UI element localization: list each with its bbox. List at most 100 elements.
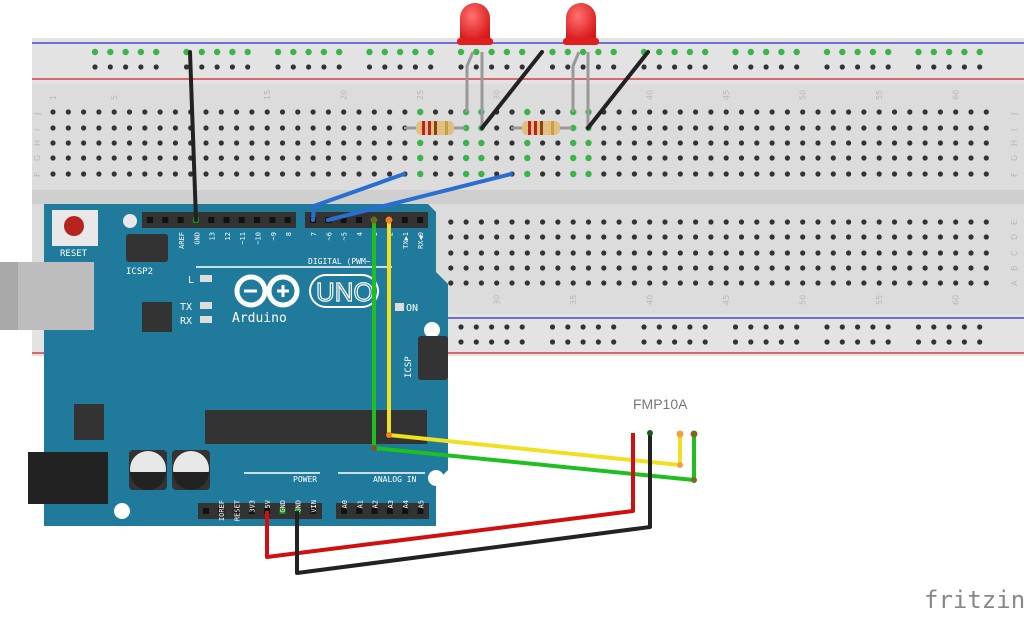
breadboard-hole[interactable] [310,140,316,146]
breadboard-hole[interactable] [631,219,638,225]
breadboard-hole[interactable] [723,234,729,240]
breadboard-hole[interactable] [885,324,891,330]
breadboard-hole[interactable] [830,250,836,256]
breadboard-hole[interactable] [524,170,531,178]
breadboard-hole[interactable] [494,140,500,146]
breadboard-hole[interactable] [616,280,622,286]
breadboard-hole[interactable] [915,324,922,330]
breadboard-hole[interactable] [198,48,205,56]
breadboard-hole[interactable] [478,250,484,256]
breadboard-hole[interactable] [631,140,638,146]
breadboard-hole[interactable] [738,140,745,146]
breadboard-hole[interactable] [800,140,806,146]
breadboard-hole[interactable] [611,64,617,70]
breadboard-hole[interactable] [876,234,882,240]
breadboard-hole[interactable] [953,140,959,146]
breadboard-hole[interactable] [662,250,668,256]
breadboard-hole[interactable] [570,234,576,240]
breadboard-hole[interactable] [656,324,662,330]
breadboard-hole[interactable] [295,109,301,115]
reset-button[interactable] [52,210,98,246]
breadboard-hole[interactable] [234,140,240,146]
breadboard-hole[interactable] [686,48,694,56]
breadboard-hole[interactable] [891,125,898,131]
breadboard-hole[interactable] [65,140,71,146]
breadboard-hole[interactable] [122,48,129,56]
breadboard-hole[interactable] [915,339,922,345]
wire-led1-cathode-gnd[interactable] [480,50,544,130]
breadboard-hole[interactable] [656,48,663,56]
breadboard-hole[interactable] [861,125,867,131]
breadboard-hole[interactable] [295,140,301,146]
breadboard-hole[interactable] [968,125,974,131]
breadboard-hole[interactable] [748,64,754,70]
breadboard-hole[interactable] [290,64,296,70]
breadboard-hole[interactable] [381,48,388,56]
breadboard-hole[interactable] [708,109,714,115]
breadboard-hole[interactable] [968,265,974,271]
breadboard-hole[interactable] [279,140,286,146]
breadboard-hole[interactable] [601,250,607,256]
breadboard-hole[interactable] [953,234,959,240]
breadboard-hole[interactable] [473,48,480,56]
breadboard-hole[interactable] [854,48,861,56]
breadboard-hole[interactable] [931,324,937,330]
breadboard-hole[interactable] [417,154,424,162]
breadboard-hole[interactable] [800,234,806,240]
breadboard-hole[interactable] [565,324,571,330]
header-pin[interactable] [223,217,230,223]
breadboard-hole[interactable] [463,250,469,256]
breadboard-hole[interactable] [107,64,113,70]
breadboard-hole[interactable] [356,171,362,177]
breadboard-hole[interactable] [463,265,469,271]
breadboard-hole[interactable] [953,171,959,177]
breadboard-hole[interactable] [570,124,577,132]
breadboard-hole[interactable] [580,339,586,345]
breadboard-hole[interactable] [662,219,668,225]
breadboard-hole[interactable] [976,48,983,56]
breadboard-hole[interactable] [672,339,678,345]
breadboard-hole[interactable] [111,155,117,161]
header-pin[interactable] [310,508,317,514]
breadboard-hole[interactable] [907,155,913,161]
breadboard-hole[interactable] [907,250,913,256]
breadboard-hole[interactable] [142,125,148,131]
breadboard-hole[interactable] [839,64,845,70]
breadboard-hole[interactable] [494,234,500,240]
breadboard-hole[interactable] [382,64,388,70]
header-pin[interactable] [356,508,363,514]
breadboard-hole[interactable] [861,109,867,115]
breadboard-hole[interactable] [555,171,561,177]
breadboard-hole[interactable] [524,250,530,256]
breadboard-hole[interactable] [428,64,434,70]
breadboard-hole[interactable] [784,265,791,271]
breadboard-hole[interactable] [647,109,653,115]
breadboard-hole[interactable] [738,125,745,131]
breadboard-hole[interactable] [387,125,393,131]
breadboard-hole[interactable] [738,250,745,256]
breadboard-hole[interactable] [249,125,255,131]
breadboard-hole[interactable] [769,140,775,146]
header-pin[interactable] [417,217,424,223]
breadboard-hole[interactable] [662,234,668,240]
breadboard-hole[interactable] [188,171,194,177]
breadboard-hole[interactable] [922,250,928,256]
breadboard-hole[interactable] [473,339,479,345]
breadboard-hole[interactable] [693,219,699,225]
breadboard-hole[interactable] [473,324,479,330]
breadboard-hole[interactable] [824,324,830,330]
header-pin[interactable] [417,508,424,514]
breadboard-hole[interactable] [142,171,148,177]
breadboard-hole[interactable] [983,140,989,146]
breadboard-hole[interactable] [708,250,714,256]
breadboard-hole[interactable] [631,234,638,240]
breadboard-hole[interactable] [876,125,882,131]
breadboard-hole[interactable] [631,155,638,161]
breadboard-hole[interactable] [142,140,148,146]
breadboard-hole[interactable] [631,109,638,115]
header-pin[interactable] [233,508,240,514]
breadboard-hole[interactable] [570,219,576,225]
breadboard-hole[interactable] [922,280,928,286]
breadboard-hole[interactable] [784,250,791,256]
breadboard-hole[interactable] [218,109,224,115]
